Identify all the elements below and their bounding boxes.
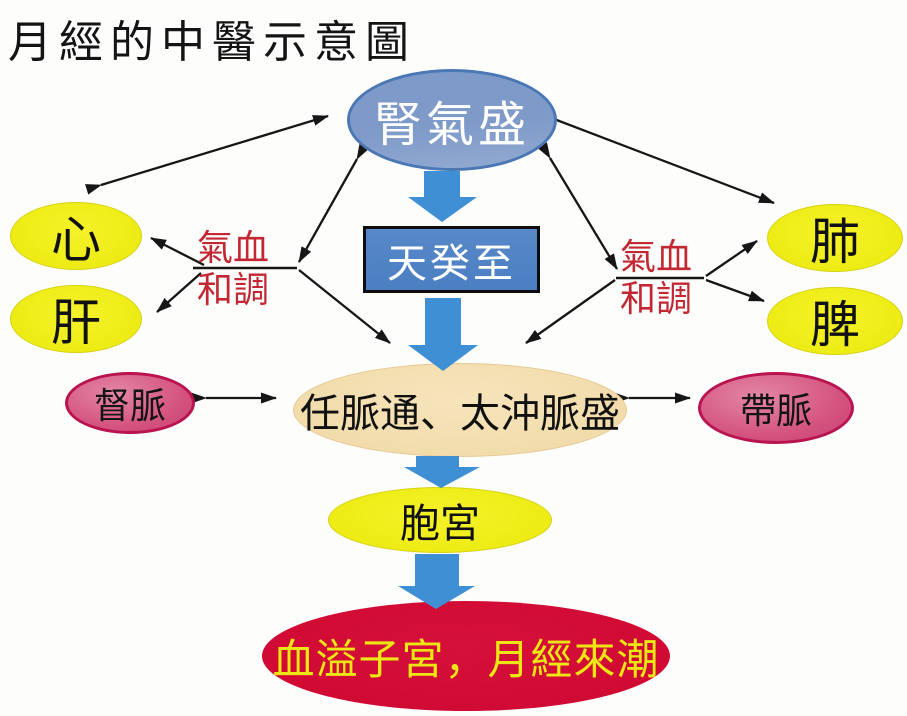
node-outcome: 血溢子宮，月經來潮 — [262, 601, 670, 711]
node-du-mai: 督脈 — [65, 372, 195, 434]
node-dai-mai: 帶脈 — [698, 372, 854, 444]
label-qixue-left-line1: 氣血 — [196, 228, 269, 268]
node-baogong: 胞宮 — [328, 487, 552, 553]
node-kidney-qi: 腎氣盛 — [347, 69, 557, 171]
node-ren-chong: 任脈通、太沖脈盛 — [293, 363, 627, 457]
node-heart: 心 — [10, 202, 142, 270]
node-lung: 肺 — [767, 204, 903, 272]
node-spleen: 脾 — [767, 287, 903, 355]
node-tiangui: 天癸至 — [363, 226, 540, 293]
label-qixue-right-line1: 氣血 — [619, 237, 692, 277]
label-qixue-right-line2: 和調 — [619, 279, 692, 319]
page-title: 月經的中醫示意圖 — [8, 18, 416, 67]
label-qixue-left-line2: 和調 — [196, 270, 269, 310]
node-liver: 肝 — [10, 285, 142, 353]
label-qixue-hetiao-left: 氣血 和調 — [186, 227, 280, 311]
label-qixue-hetiao-right: 氣血 和調 — [609, 236, 703, 320]
